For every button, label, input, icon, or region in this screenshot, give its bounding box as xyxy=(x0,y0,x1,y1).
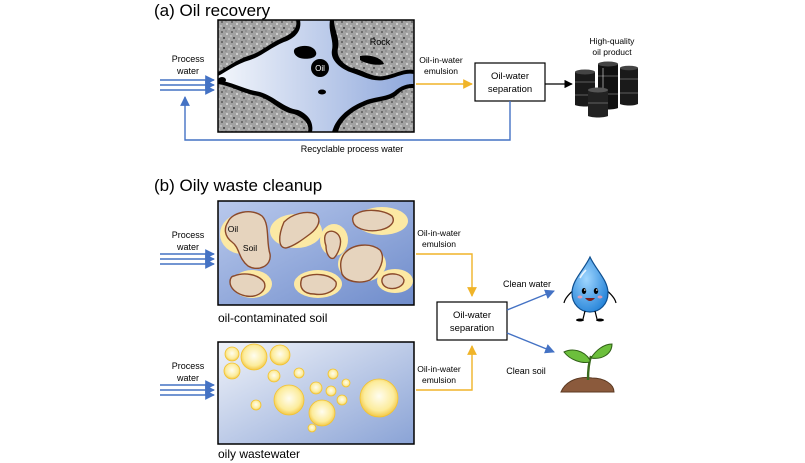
plant-sprout-icon xyxy=(560,343,615,393)
clean-soil-label: Clean soil xyxy=(506,366,546,376)
process-water-label-b2-line2: water xyxy=(176,373,199,383)
emulsion-label-b2-line2: emulsion xyxy=(422,375,456,385)
clean-water-label: Clean water xyxy=(503,279,551,289)
process-water-arrows-b1 xyxy=(160,249,215,269)
wastewater-caption: oily wastewater xyxy=(218,447,300,461)
process-water-label-a-line1: Process xyxy=(172,54,205,64)
clean-water-arrow xyxy=(506,289,555,311)
oily-wastewater-box xyxy=(217,341,415,445)
separation-label-a-line2: separation xyxy=(488,84,532,95)
separation-label-b-line1: Oil-water xyxy=(453,310,491,321)
clean-soil-arrow xyxy=(506,332,555,354)
rock-label: Rock xyxy=(370,37,391,47)
separation-label-a-line1: Oil-water xyxy=(491,71,529,82)
emulsion-label-b1-line1: Oil-in-water xyxy=(417,228,461,238)
oil-label-a: Oil xyxy=(315,64,325,73)
emulsion-label-b1-line2: emulsion xyxy=(422,239,456,249)
product-label-line2: oil product xyxy=(592,47,632,57)
emulsion-label-b2-line1: Oil-in-water xyxy=(417,364,461,374)
soil-caption: oil-contaminated soil xyxy=(218,311,327,325)
process-water-label-a-line2: water xyxy=(176,66,199,76)
emulsion-label-a-line2: emulsion xyxy=(424,66,458,76)
process-water-label-b1-line2: water xyxy=(176,242,199,252)
product-label-line1: High-quality xyxy=(590,36,636,46)
recycle-loop-arrow xyxy=(180,96,511,141)
separation-label-b-line2: separation xyxy=(450,323,494,334)
emulsion-arrow-b1 xyxy=(416,253,477,297)
recycle-label: Recyclable process water xyxy=(301,144,404,154)
emulsion-label-a-line1: Oil-in-water xyxy=(419,55,463,65)
emulsion-arrow-b2 xyxy=(416,345,477,391)
process-water-label-b2-line1: Process xyxy=(172,361,205,371)
contaminated-soil-box xyxy=(217,200,415,306)
process-water-arrows-a xyxy=(160,75,215,95)
separation-box-a xyxy=(474,62,546,102)
process-water-label-b1-line1: Process xyxy=(172,230,205,240)
oil-barrels-icon xyxy=(575,61,638,118)
water-drop-character-icon xyxy=(563,255,617,322)
section-a-title: (a) Oil recovery xyxy=(154,1,271,20)
section-b-title: (b) Oily waste cleanup xyxy=(154,176,322,195)
separation-box-b xyxy=(436,301,508,341)
process-water-arrows-b2 xyxy=(160,380,215,400)
reservoir-rock-box xyxy=(217,19,415,133)
oil-label-b: Oil xyxy=(228,224,239,234)
soil-label: Soil xyxy=(243,243,257,253)
